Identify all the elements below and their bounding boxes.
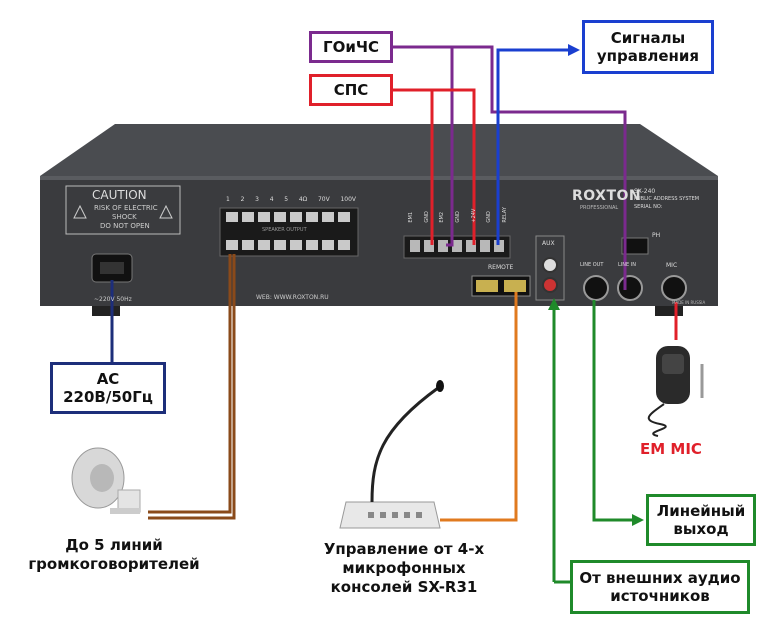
signals-arrow-icon [568, 44, 580, 56]
brand-subtitle: PROFESSIONAL [580, 205, 619, 211]
speaker-output-label: SPEAKER OUTPUT [262, 227, 307, 233]
control-terminal-label: +24V [470, 208, 477, 223]
consoles-caption: Управление от 4-х микрофонных консолей S… [323, 540, 485, 596]
control-terminal-labels: EM1 GND EM2 GND +24V GND RELAY [408, 207, 508, 223]
speakers-wire [148, 254, 236, 520]
remote-port-label: REMOTE [488, 264, 514, 271]
microphone-console-icon [339, 380, 444, 529]
mic-port-label: MIC [666, 262, 678, 269]
serial-label: SERIAL NO: [634, 204, 663, 210]
model-label: SX-240 [634, 188, 656, 195]
brand-logo: ROXTON [572, 188, 642, 204]
control-terminal-label: RELAY [501, 207, 508, 223]
power-label: ~220V 50Hz [94, 296, 132, 303]
horn-speaker-icon [71, 447, 141, 514]
line-out-port-label: LINE OUT [580, 262, 604, 268]
caution-line-3: DO NOT OPEN [100, 222, 150, 230]
speaker-terminal-label: 70V [317, 196, 330, 203]
caution-line-1: RISK OF ELECTRIC [94, 204, 158, 212]
speaker-terminal-labels: 1 2 3 4 5 4Ω 70V 100V [226, 196, 356, 203]
line-in-port-label: LINE IN [618, 262, 636, 268]
speaker-terminal-label: 4Ω [298, 196, 308, 203]
line-out-wire [592, 300, 632, 522]
model-description: PUBLIC ADDRESS SYSTEM [634, 196, 700, 202]
ext-audio-arrow-icon [548, 298, 560, 310]
ph-label: PH [652, 232, 661, 239]
control-terminal-label: EM2 [439, 211, 446, 223]
control-terminal-label: GND [454, 211, 461, 223]
em-mic-label: EM MIC [640, 440, 702, 458]
amplifier-back-panel [40, 124, 718, 316]
speaker-terminal-label: 100V [340, 196, 356, 203]
speaker-terminal-label: 2 [240, 196, 245, 203]
control-terminal-label: EM1 [408, 211, 414, 223]
web-label: WEB: WWW.ROXTON.RU [256, 294, 329, 301]
ext-audio-label: От внешних аудио источников [570, 560, 750, 614]
speakers-caption: До 5 линий громкоговорителей [28, 536, 200, 573]
goichs-wire [392, 45, 627, 290]
control-terminal-label: GND [423, 211, 430, 223]
speaker-terminal-label: 4 [269, 196, 274, 203]
speaker-terminal-label: 5 [284, 196, 289, 203]
signals-label: Сигналы управления [582, 20, 714, 74]
speaker-terminal-label: 3 [255, 196, 259, 203]
signals-wire [496, 48, 568, 245]
goichs-label: ГОиЧС [309, 31, 393, 63]
line-out-arrow-icon [632, 514, 644, 526]
control-terminal-label: GND [486, 211, 493, 223]
aux-label: AUX [542, 240, 555, 247]
speaker-terminal-label: 1 [226, 196, 230, 203]
sps-label: СПС [309, 74, 393, 106]
caution-line-2: SHOCK [112, 213, 137, 221]
caution-title: CAUTION [92, 188, 147, 202]
made-in-label: MADE IN RUSSIA [672, 300, 706, 305]
ac-label: AC 220В/50Гц [50, 362, 166, 414]
line-out-label: Линейный выход [646, 494, 756, 546]
sps-wire [392, 88, 476, 245]
hand-microphone-icon [647, 346, 704, 437]
remote-wire [440, 292, 518, 522]
